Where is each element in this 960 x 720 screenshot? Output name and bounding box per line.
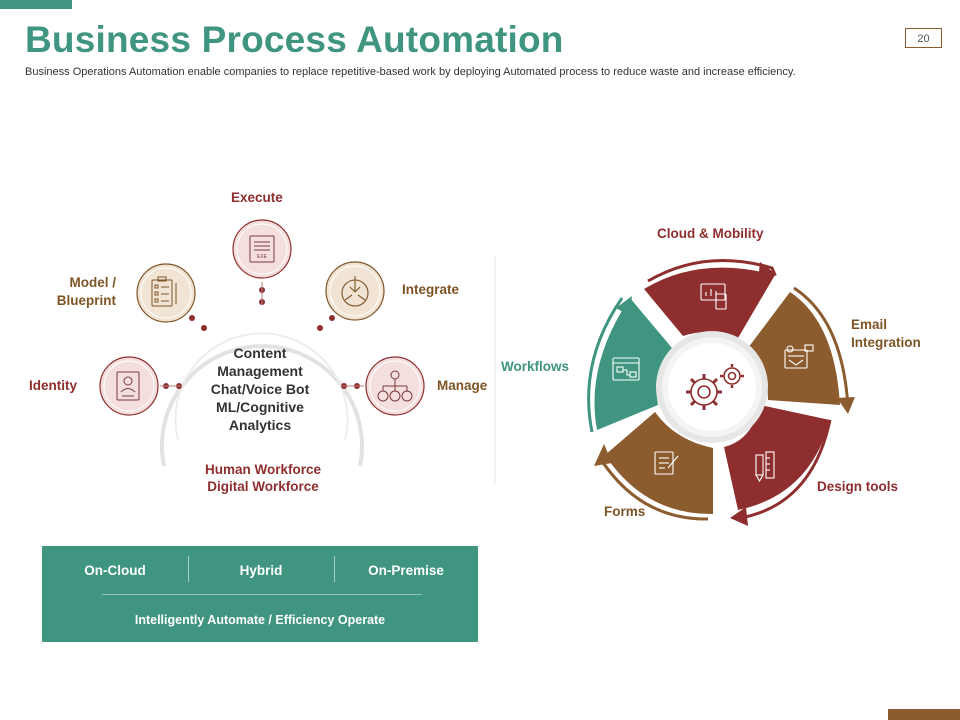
label-forms: Forms — [604, 504, 646, 519]
checklist-icon — [151, 276, 177, 307]
option-separator — [188, 556, 189, 582]
label-cloud-mobility: Cloud & Mobility — [657, 226, 764, 241]
hub-center-text: Content Management Chat/Voice Bot ML/Cog… — [190, 344, 330, 434]
execute-icon-label: EXE — [257, 254, 268, 260]
hub-line: Management — [217, 363, 303, 379]
label-email-line2: Integration — [851, 335, 921, 350]
segment-cloud-mobility — [644, 259, 777, 338]
option-separator — [334, 556, 335, 582]
inner-ring-arc — [174, 332, 349, 441]
chart-device-icon — [700, 283, 727, 310]
label-integrate: Integrate — [402, 282, 460, 297]
segment-forms — [594, 412, 713, 521]
option-on-premise: On-Premise — [368, 563, 444, 578]
workflow-window-icon — [612, 357, 640, 381]
hub-line: Analytics — [228, 417, 292, 433]
gears-icon — [686, 364, 744, 410]
label-execute: Execute — [231, 190, 283, 205]
workforce-label: Human Workforce Digital Workforce — [182, 461, 344, 495]
label-design-tools: Design tools — [817, 479, 899, 494]
label-model-line1: Model / — [69, 275, 117, 290]
execute-node: EXE — [232, 219, 292, 279]
option-hybrid: Hybrid — [239, 563, 283, 578]
manage-node — [365, 356, 425, 416]
blueprint-node — [136, 263, 196, 323]
hub-line: Chat/Voice Bot — [210, 381, 310, 397]
outer-ring-arc — [160, 344, 364, 467]
hub-line: ML/Cognitive — [216, 399, 304, 415]
form-edit-icon — [654, 451, 679, 475]
integrate-node — [325, 261, 385, 321]
label-workflows: Workflows — [501, 359, 570, 374]
top-accent-bar — [0, 0, 72, 9]
options-footer: Intelligently Automate / Efficiency Oper… — [134, 613, 386, 627]
label-identity: Identity — [29, 378, 78, 393]
workforce-line: Digital Workforce — [207, 479, 319, 494]
workforce-line: Human Workforce — [204, 462, 322, 477]
cycle-center-hub — [656, 331, 768, 443]
hub-line: Content — [233, 345, 287, 361]
label-email-integration: Email Integration — [851, 316, 921, 352]
segment-workflows — [587, 296, 672, 433]
label-email-line1: Email — [851, 317, 888, 332]
identity-node — [99, 356, 159, 416]
merge-arrows-icon — [341, 276, 369, 307]
team-hierarchy-icon — [377, 370, 413, 402]
label-model: Model / Blueprint — [40, 274, 116, 310]
label-manage: Manage — [437, 378, 488, 393]
page-subtitle: Business Operations Automation enable co… — [25, 66, 796, 78]
page-title: Business Process Automation — [25, 19, 564, 60]
bottom-accent-bar — [888, 709, 960, 720]
options-divider-line — [102, 594, 422, 595]
email-media-icon — [784, 344, 814, 369]
segment-design-tools — [724, 405, 832, 526]
deployment-options-box: On-Cloud Hybrid On-Premise Intelligently… — [42, 546, 478, 642]
pencil-ruler-icon — [755, 451, 775, 483]
id-card-icon — [116, 371, 140, 401]
segment-email-integration — [748, 286, 855, 414]
page-number-badge: 20 — [905, 28, 942, 48]
option-on-cloud: On-Cloud — [84, 563, 146, 578]
label-model-line2: Blueprint — [56, 293, 116, 308]
execute-file-icon — [249, 235, 275, 263]
